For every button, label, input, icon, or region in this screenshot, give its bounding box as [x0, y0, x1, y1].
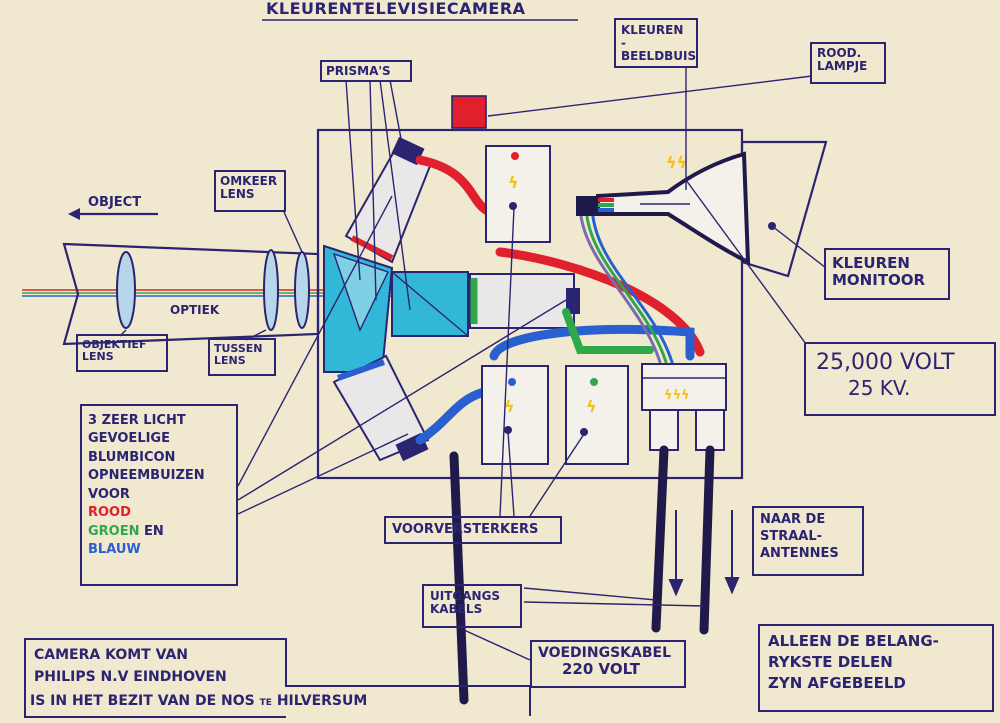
label-voedingskabel: VOEDINGSKABEL 220 VOLT: [530, 640, 686, 688]
leader-lines: [119, 68, 827, 661]
label-camera-origin: CAMERA KOMT VAN PHILIPS N.V EINDHOVEN: [24, 638, 286, 718]
camera-origin-line3-wrap: IS IN HET BEZIT VAN DE NOS TE HILVERSUM: [30, 693, 368, 709]
lightning-symbols: ϟ ϟ ϟ ϟϟ: [504, 153, 687, 416]
label-uitgangs-kabels: UITGANGS KABELS: [422, 584, 522, 628]
label-plumbicon: 3 ZEER LICHT GEVOELIGE BLUMBICON OPNEEMB…: [80, 404, 238, 586]
label-antennes-line1: NAAR DE: [760, 512, 826, 527]
label-alleen-de-belangrijkste: ALLEEN DE BELANG- RYKSTE DELEN ZYN AFGEB…: [758, 624, 994, 712]
diagram-title: KLEURENTELEVISIECAMERA: [266, 0, 526, 18]
label-objektief-lens-line1: OBJEKTIEF: [82, 338, 147, 351]
camera-origin-line3: IS IN HET BEZIT VAN DE NOS: [30, 693, 255, 709]
signal-cables: [415, 155, 705, 445]
label-omkeer-lens-line2: LENS: [220, 187, 255, 202]
svg-text:ϟϟϟ: ϟϟϟ: [664, 388, 690, 403]
label-antennes-line3: ANTENNES: [760, 545, 839, 561]
label-alleen-line2: RYKSTE DELEN: [768, 653, 893, 671]
label-object: OBJECT: [88, 195, 142, 210]
label-objektief-lens: OBJEKTIEF LENS: [76, 334, 168, 372]
label-omkeer-lens: OMKEER LENS: [214, 170, 286, 212]
label-naar-de-straal-antennes: NAAR DE STRAAL- ANTENNES: [752, 506, 864, 576]
label-alleen-line1: ALLEEN DE BELANG-: [768, 632, 939, 650]
label-rood-lampje: ROOD. LAMPJE: [810, 42, 886, 84]
plumbicon-line5: VOOR: [88, 486, 130, 502]
label-tussen-lens: TUSSEN LENS: [208, 338, 276, 376]
plumbicon-blauw: BLAUW: [88, 542, 141, 558]
label-voltage-line1: 25,000 VOLT: [816, 350, 955, 375]
plumbicon-line4: OPNEEMBUIZEN: [88, 468, 205, 484]
red-lamp: [451, 95, 487, 129]
plumbicon-line3: BLUMBICON: [88, 449, 176, 465]
label-voltage-line2: 25 KV.: [848, 376, 911, 401]
preamp-green: [565, 365, 629, 465]
svg-text:ϟϟ: ϟϟ: [666, 153, 687, 172]
plumbicon-rood: ROOD: [88, 505, 131, 521]
high-voltage-unit: ϟϟϟ: [641, 363, 727, 451]
plumbicon-groen: GROEN: [88, 523, 140, 539]
color-monitor: [576, 140, 828, 278]
antenna-arrows: [668, 510, 740, 597]
label-voltage: 25,000 VOLT 25 KV.: [804, 342, 996, 416]
reversal-lens: [294, 251, 310, 329]
svg-text:ϟ: ϟ: [586, 397, 597, 416]
label-voorversterkers-text: VOORVERSTERKERS: [392, 522, 539, 537]
camera-origin-line2: PHILIPS N.V EINDHOVEN: [34, 668, 227, 685]
pickup-tube-blue: [332, 354, 430, 462]
label-objektief-lens-line2: LENS: [82, 350, 114, 364]
label-kleuren-monitoor-line1: KLEUREN: [832, 254, 910, 272]
label-uitgangs-kabels-line2: KABELS: [430, 602, 483, 617]
plumbicon-groen-en: GROEN EN: [88, 523, 230, 541]
label-rood-lampje-line1: ROOD.: [817, 46, 862, 60]
label-kleuren-beeldbuis-line2: BEELDBUIS: [621, 49, 697, 64]
camera-body: [316, 128, 744, 480]
plumbicon-line2: GEVOELIGE: [88, 431, 170, 447]
svg-text:ϟ: ϟ: [504, 397, 515, 416]
label-alleen-line3: ZYN AFGEBEELD: [768, 674, 906, 692]
plumbicon-en: EN: [144, 523, 164, 539]
label-voedingskabel-line2: 220 VOLT: [562, 660, 640, 679]
preamp-blue: [481, 365, 549, 465]
camera-origin-te: TE: [259, 698, 272, 708]
label-kleuren-monitoor: KLEUREN MONITOOR: [824, 248, 950, 300]
intermediate-lens: [263, 249, 279, 331]
object-arrow: [68, 208, 158, 220]
label-rood-lampje-line2: LAMPJE: [817, 59, 868, 74]
label-kleuren-beeldbuis: KLEUREN - BEELDBUIS: [614, 18, 698, 68]
plumbicon-line1: 3 ZEER LICHT: [88, 413, 186, 428]
pickup-tube-green: [469, 273, 580, 329]
objective-lens: [116, 251, 136, 329]
label-optiek: OPTIEK: [170, 303, 220, 317]
label-tussen-lens-line2: LENS: [214, 354, 246, 368]
preamp-red: [485, 145, 551, 243]
pickup-tube-red: [344, 136, 432, 264]
label-tussen-lens-line1: TUSSEN: [214, 342, 263, 355]
label-voedingskabel-line1: VOEDINGSKABEL: [538, 645, 672, 661]
label-omkeer-lens-line1: OMKEER: [220, 174, 278, 188]
label-voorversterkers: VOORVERSTERKERS: [384, 516, 562, 544]
lens-barrel: [62, 242, 320, 346]
label-kleuren-monitoor-line2: MONITOOR: [832, 270, 926, 289]
camera-origin-line1: CAMERA KOMT VAN: [34, 647, 189, 663]
label-prismas-text: PRISMA'S: [326, 64, 391, 78]
label-antennes-line2: STRAAL-: [760, 528, 823, 544]
camera-origin-line4: HILVERSUM: [276, 693, 368, 709]
svg-text:ϟ: ϟ: [508, 173, 519, 192]
label-prismas: PRISMA'S: [320, 60, 412, 82]
prism-block: [323, 244, 469, 373]
label-uitgangs-kabels-line1: UITGANGS: [430, 589, 501, 603]
label-kleuren-beeldbuis-line1: KLEUREN -: [621, 23, 684, 51]
